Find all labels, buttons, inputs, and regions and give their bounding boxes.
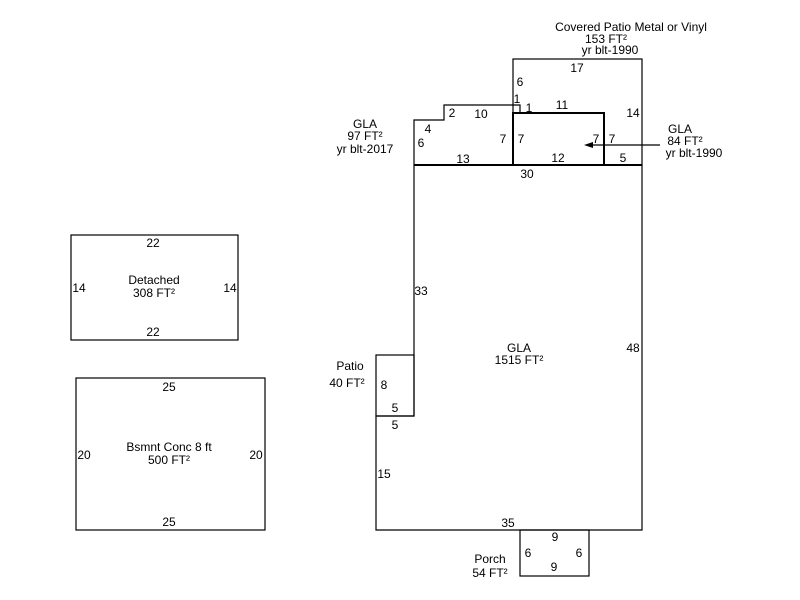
dim-label: 2	[449, 106, 456, 120]
dim-label: 1	[526, 101, 533, 115]
covered-patio-name: Covered Patio Metal or Vinyl	[555, 20, 707, 34]
gla-97-year: yr blt-2017	[337, 142, 394, 156]
dim-label: 25	[162, 380, 176, 394]
dim-label: 14	[626, 106, 640, 120]
detached-area: 308 FT²	[133, 286, 175, 300]
basement-outline	[75, 377, 266, 531]
dim-label: 4	[425, 122, 432, 136]
dim-label: 22	[146, 236, 160, 250]
dim-label: 9	[552, 530, 559, 544]
dim-label: 7	[609, 132, 616, 146]
basement-area: 500 FT²	[148, 453, 190, 467]
detached-outline	[70, 234, 239, 341]
patio-area: 40 FT²	[329, 376, 364, 390]
gla-97-outline	[413, 104, 521, 165]
dim-label: 48	[626, 341, 640, 355]
dim-label: 22	[146, 325, 160, 339]
dim-label: 6	[418, 136, 425, 150]
gla-97-name: GLA	[353, 117, 377, 131]
dim-label: 14	[223, 281, 237, 295]
basement-name: Bsmnt Conc 8 ft	[126, 440, 212, 454]
dim-label: 11	[556, 98, 569, 112]
dim-label: 5	[620, 151, 627, 165]
dim-label: 15	[377, 467, 391, 481]
covered-patio-area: 153 FT²	[585, 32, 627, 46]
gla-84-year: yr blt-1990	[666, 146, 723, 160]
dim-label: 14	[72, 281, 86, 295]
dim-label: 35	[501, 516, 515, 530]
dim-label: 33	[414, 284, 428, 298]
dim-label: 1	[514, 92, 521, 106]
dim-label: 13	[456, 152, 470, 166]
dim-label: 17	[570, 61, 584, 75]
dim-label: 30	[520, 167, 534, 181]
dim-label: 6	[576, 546, 583, 560]
porch-outline	[519, 529, 590, 577]
covered-patio-year: yr blt-1990	[582, 43, 639, 57]
dim-label: 9	[551, 560, 558, 574]
dim-label: 5	[392, 401, 399, 415]
gla-84-area: 84 FT²	[667, 134, 702, 148]
detached-name: Detached	[128, 273, 179, 287]
gla-main-area: 1515 FT²	[495, 353, 544, 367]
patio-name: Patio	[336, 359, 364, 373]
dim-label: 6	[517, 75, 524, 89]
dim-label: 7	[518, 132, 525, 146]
dim-label: 7	[500, 132, 507, 146]
gla-main-name: GLA	[507, 341, 531, 355]
dim-label: 7	[593, 132, 600, 146]
dim-label: 5	[392, 418, 399, 432]
arrow-head-icon	[584, 142, 593, 148]
patio-outline	[375, 354, 415, 417]
gla-84-name: GLA	[668, 122, 692, 136]
dim-label: 10	[474, 107, 488, 121]
dim-label: 12	[551, 151, 565, 165]
dim-label: 20	[249, 448, 263, 462]
dim-label: 6	[525, 546, 532, 560]
dim-label: 25	[162, 515, 176, 529]
gla-97-area: 97 FT²	[347, 129, 382, 143]
porch-area: 54 FT²	[472, 566, 507, 580]
dim-label: 20	[77, 448, 91, 462]
dim-label: 8	[381, 378, 388, 392]
porch-name: Porch	[474, 552, 505, 566]
